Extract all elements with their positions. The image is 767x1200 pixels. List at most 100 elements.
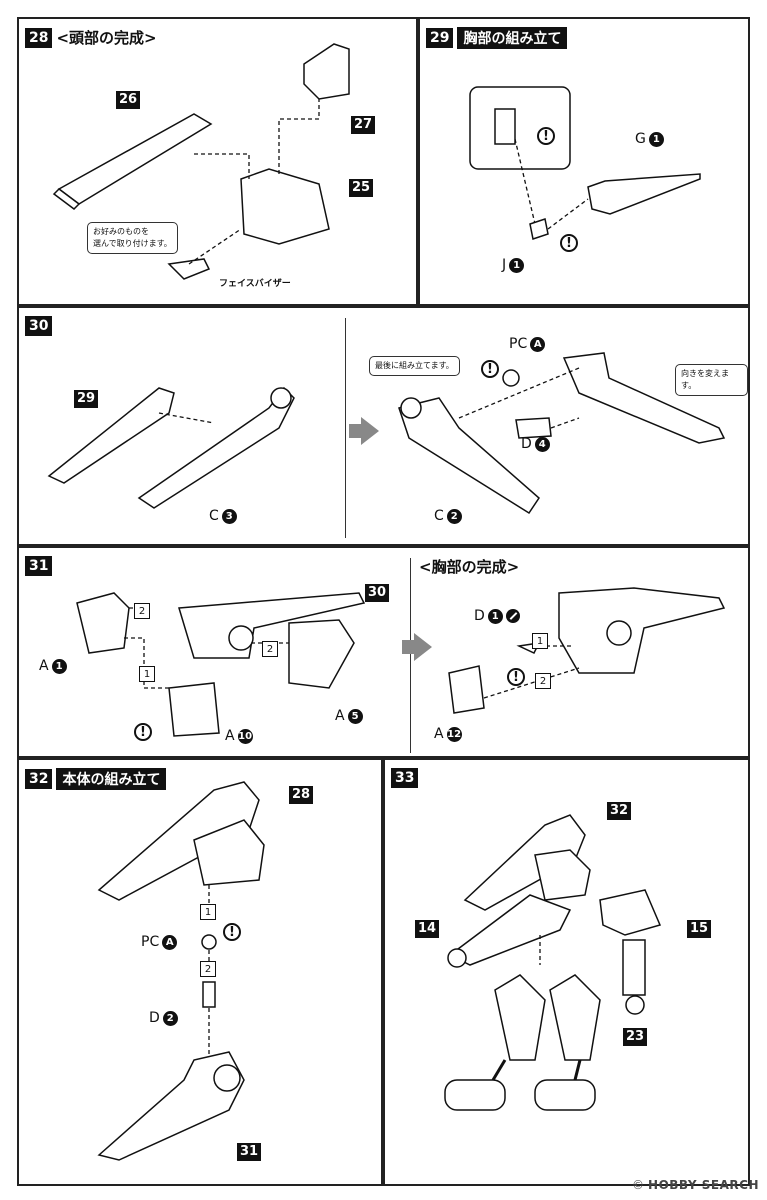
step-1-marker: 1 xyxy=(200,904,216,920)
part-index: 5 xyxy=(347,708,363,724)
flow-arrow-icon xyxy=(414,633,432,661)
step-1-marker: 1 xyxy=(139,666,155,682)
step-28-panel: 28 <頭部の完成> 26 27 25 お好みのものを 選んで取り付けます。 フ… xyxy=(17,17,418,306)
assemble-last-note: 最後に組み立てます。 xyxy=(369,356,460,376)
step-number: 31 xyxy=(25,556,53,576)
chest-assembly-illustration xyxy=(47,352,726,515)
step-number: 28 xyxy=(25,27,53,48)
change-direction-note: 向きを変えます。 xyxy=(675,364,748,396)
flow-arrow-icon xyxy=(361,417,379,445)
part-14-label: 14 xyxy=(415,920,440,938)
flow-arrow-body xyxy=(402,640,414,654)
chest-armor-illustration xyxy=(76,587,726,737)
step-31-header: 31 xyxy=(25,556,53,576)
part-32-label: 32 xyxy=(607,802,632,820)
part-index: 1 xyxy=(487,608,503,624)
part-index: A xyxy=(162,934,178,950)
step-title: <頭部の完成> xyxy=(56,29,157,47)
warning-icon: ! xyxy=(481,360,499,378)
step-2-marker: 2 xyxy=(262,641,278,657)
face-visor-label: フェイスバイザー xyxy=(219,279,291,289)
warning-icon: ! xyxy=(537,127,555,145)
divider xyxy=(410,558,411,753)
part-letter: C xyxy=(434,508,444,524)
step-33-header: 33 xyxy=(391,768,419,788)
watermark-text: HOBBY SEARCH xyxy=(648,1178,759,1192)
part-letter: A xyxy=(225,728,235,744)
part-15-label: 15 xyxy=(687,920,712,938)
part-index: 2 xyxy=(446,508,462,524)
step-title: 本体の組み立て xyxy=(56,768,167,790)
part-30-label: 30 xyxy=(365,584,390,602)
watermark: © HOBBY SEARCH xyxy=(632,1178,759,1192)
part-index: 12 xyxy=(446,726,462,742)
body-assembly-illustration xyxy=(97,781,265,1161)
part-31-label: 31 xyxy=(237,1143,262,1161)
step-title: 胸部の組み立て xyxy=(457,27,568,49)
part-index: A xyxy=(530,336,546,352)
part-index: 2 xyxy=(162,1010,178,1026)
part-letter: J xyxy=(502,257,507,273)
part-letter: C xyxy=(209,508,219,524)
head-assembly-illustration xyxy=(52,43,350,280)
part-letter: A xyxy=(434,726,444,742)
step-number: 33 xyxy=(391,768,419,788)
part-letter: A xyxy=(39,658,49,674)
part-letter: D xyxy=(474,608,485,624)
part-letter: D xyxy=(521,436,532,452)
step-2-marker: 2 xyxy=(200,961,216,977)
warning-icon: ! xyxy=(507,668,525,686)
step-1-marker: 1 xyxy=(532,633,548,649)
flow-arrow-body xyxy=(349,424,361,438)
copyright-mark: © xyxy=(632,1178,645,1192)
part-index: 10 xyxy=(237,728,253,744)
step-28-header: 28 <頭部の完成> xyxy=(25,27,157,48)
step-2-marker: 2 xyxy=(535,673,551,689)
part-index: 1 xyxy=(509,257,525,273)
chest-complete-header: <胸部の完成> xyxy=(419,556,519,577)
part-index: 3 xyxy=(221,508,237,524)
step-number: 29 xyxy=(426,28,454,48)
step-33-panel: 33 32 14 15 23 xyxy=(383,758,750,1186)
part-26-label: 26 xyxy=(116,91,141,109)
part-letter: D xyxy=(149,1010,160,1026)
part-index: 1 xyxy=(51,658,67,674)
cut-icon xyxy=(505,609,520,623)
warning-icon: ! xyxy=(134,723,152,741)
warning-icon: ! xyxy=(223,923,241,941)
part-28-label: 28 xyxy=(289,786,314,804)
step-29-header: 29 胸部の組み立て xyxy=(426,27,568,49)
selection-note: お好みのものを 選んで取り付けます。 xyxy=(87,222,178,254)
step-number: 32 xyxy=(25,769,53,789)
part-letter: G xyxy=(635,131,646,147)
divider xyxy=(345,318,346,538)
chest-frame-illustration xyxy=(469,86,701,240)
part-letter: PC xyxy=(141,934,160,950)
part-letter: A xyxy=(335,708,345,724)
step-2-marker: 2 xyxy=(134,603,150,619)
part-25-label: 25 xyxy=(349,179,374,197)
part-29-label: 29 xyxy=(74,390,99,408)
full-body-illustration xyxy=(444,814,662,1111)
step-number: 30 xyxy=(25,316,53,336)
step-30-header: 30 xyxy=(25,316,53,336)
step-32-header: 32 本体の組み立て xyxy=(25,768,167,790)
subtitle: <胸部の完成> xyxy=(419,558,520,576)
part-index: 1 xyxy=(648,131,664,147)
part-23-label: 23 xyxy=(623,1028,648,1046)
